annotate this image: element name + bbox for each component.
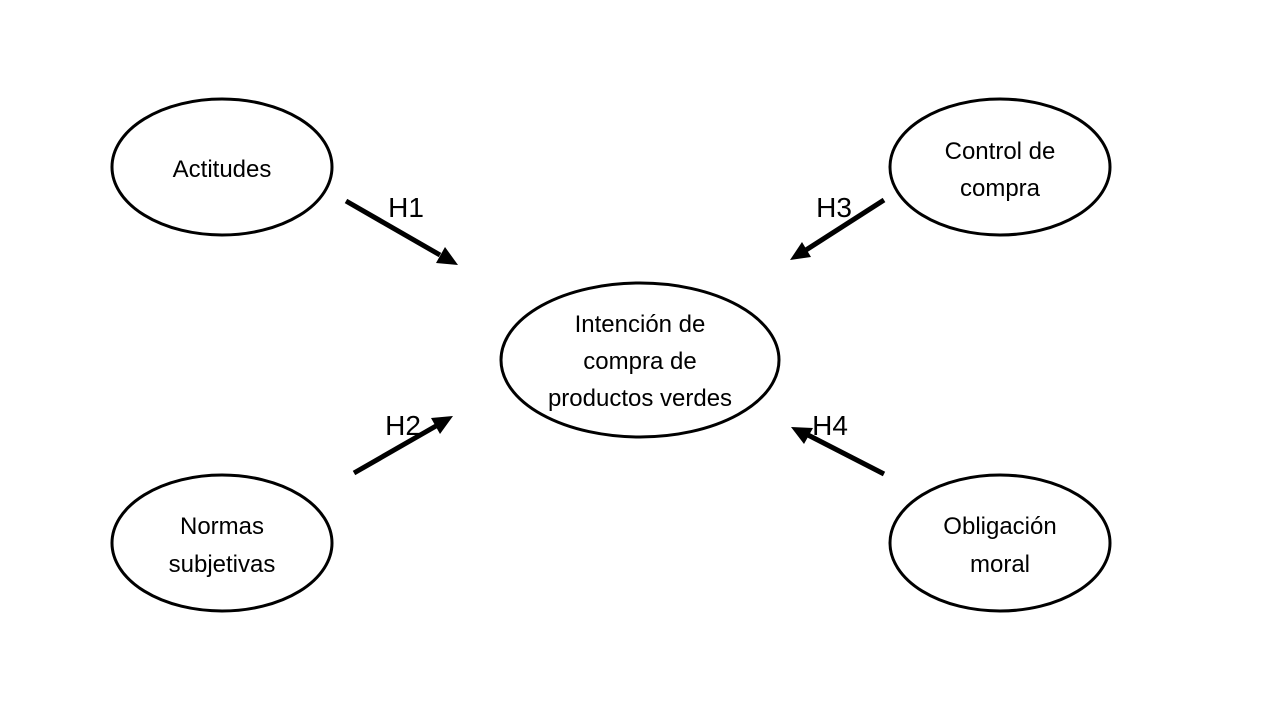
node-obligacion-label-1: Obligación [943,513,1056,540]
arrow-h4 [791,427,886,477]
node-actitudes-label-1: Actitudes [173,156,272,183]
arrow-h3 [790,197,886,260]
label-h1: H1 [388,192,424,223]
label-h3: H3 [816,192,852,223]
node-intencion-label-2: compra de [583,348,696,375]
node-control-label-1: Control de [945,138,1056,165]
label-h4: H4 [812,410,848,441]
arrow-h1 [344,198,458,265]
node-obligacion-moral: Obligación moral [888,473,1112,613]
arrow-h2 [352,416,453,476]
node-control-label-2: compra [960,175,1041,202]
node-normas-subjetivas: Normas subjetivas [110,473,334,613]
node-intencion-label-3: productos verdes [548,385,732,412]
node-normas-label-1: Normas [180,513,264,540]
node-normas-label-2: subjetivas [169,551,276,578]
node-intencion-de-compra: Intención de compra de productos verdes [499,281,781,439]
node-actitudes: Actitudes [110,97,334,237]
node-obligacion-label-2: moral [970,551,1030,578]
node-control-de-compra: Control de compra [888,97,1112,237]
label-h2: H2 [385,410,421,441]
node-intencion-label-1: Intención de [575,311,706,338]
